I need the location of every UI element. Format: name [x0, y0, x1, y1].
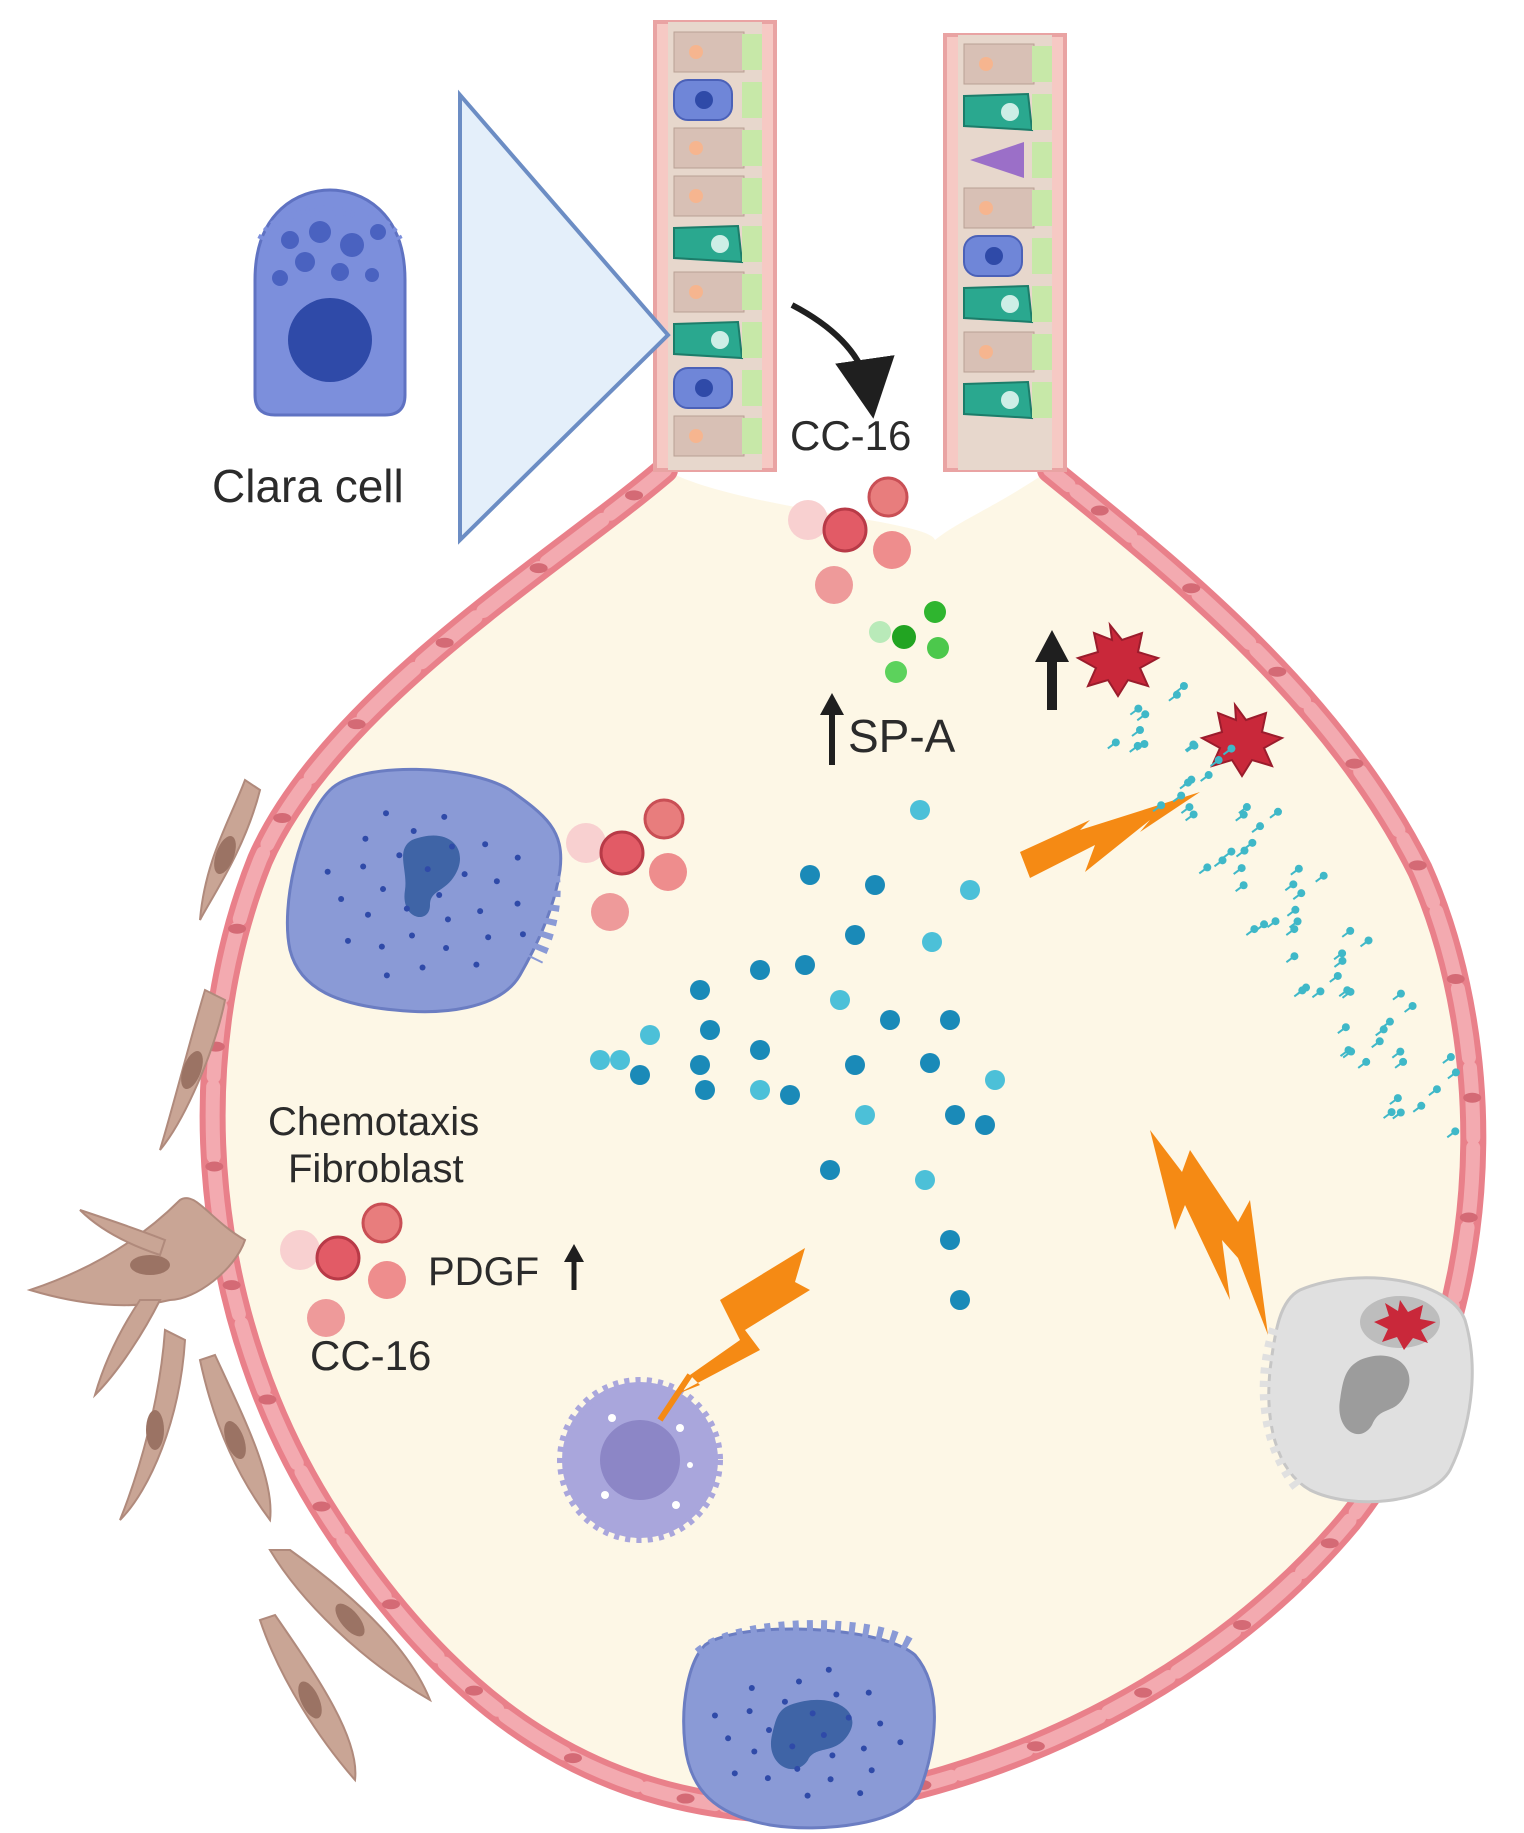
clara-cell [253, 188, 407, 417]
label-chemotaxis: Chemotaxis [268, 1100, 479, 1144]
cc16-protein-cluster-fibroblast [280, 1202, 406, 1337]
label-fibroblast: Fibroblast [288, 1147, 464, 1191]
surfactant-particles [1107, 682, 1460, 1139]
curved-arrow-icon [790, 302, 895, 419]
lightning-icon [1150, 1130, 1268, 1335]
bronchiole-right-epithelium [943, 33, 1067, 472]
cc16-protein-cluster-top [788, 476, 911, 604]
label-sp-a: SP-A [848, 710, 956, 762]
monocyte [557, 1377, 723, 1543]
label-pdgf: PDGF [428, 1250, 539, 1294]
label-cc16-bottom: CC-16 [310, 1332, 431, 1379]
damage-burst-icon [1075, 621, 1161, 698]
up-arrow-icon [1035, 630, 1069, 710]
sp-a-protein-cluster [869, 601, 949, 683]
cc16-protein-cluster-macrophage [566, 798, 687, 931]
damaged-macrophage [1259, 1276, 1474, 1504]
zoom-callout-triangle [458, 89, 671, 545]
lightning-icon [1020, 792, 1200, 878]
damage-burst-icon [1374, 1300, 1436, 1350]
up-arrow-icon [820, 693, 844, 765]
lightning-icon [675, 1248, 810, 1395]
alveolar-macrophage-bottom [682, 1620, 936, 1830]
label-cc16-top: CC-16 [790, 412, 911, 459]
bronchiole-left-epithelium [653, 20, 777, 472]
alveolar-macrophage-upper [285, 767, 563, 1014]
up-arrow-icon [564, 1244, 584, 1290]
label-clara-cell: Clara cell [212, 460, 404, 512]
fibroblasts [26, 778, 432, 1783]
cytokine-dots [590, 800, 1005, 1310]
